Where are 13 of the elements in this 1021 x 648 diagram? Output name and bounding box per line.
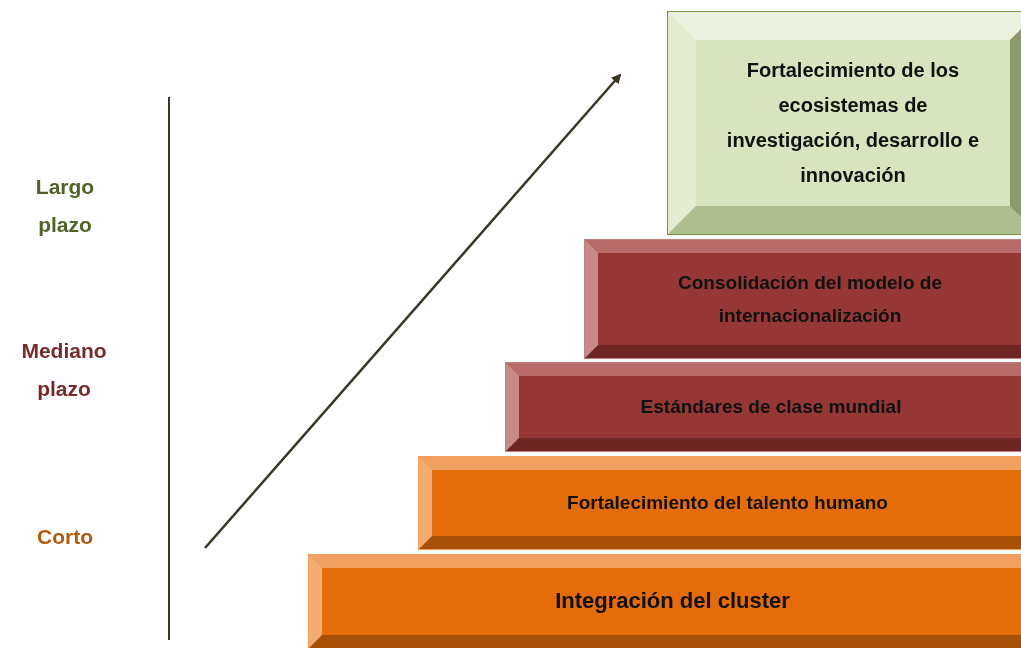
- step-box: [309, 555, 1021, 648]
- timeframe-label: Corto: [36, 524, 94, 550]
- step-label: Consolidación del modelo de internacionalización: [677, 270, 943, 328]
- step-label: Integración del cluster: [555, 587, 790, 616]
- step-label: Fortalecimiento del talento humano: [567, 491, 888, 516]
- step-label: Estándares de clase mundial: [640, 395, 902, 420]
- step-box: [668, 12, 1021, 234]
- step-box: [585, 240, 1021, 358]
- step-label: Fortalecimiento de los ecosistemas de investigación, desarrollo e innovación: [725, 58, 981, 188]
- timeframe-label: Largo plazo: [34, 174, 96, 238]
- timeframe-label: Mediano plazo: [20, 338, 108, 402]
- step-box: [506, 363, 1021, 451]
- step-box: [419, 457, 1021, 549]
